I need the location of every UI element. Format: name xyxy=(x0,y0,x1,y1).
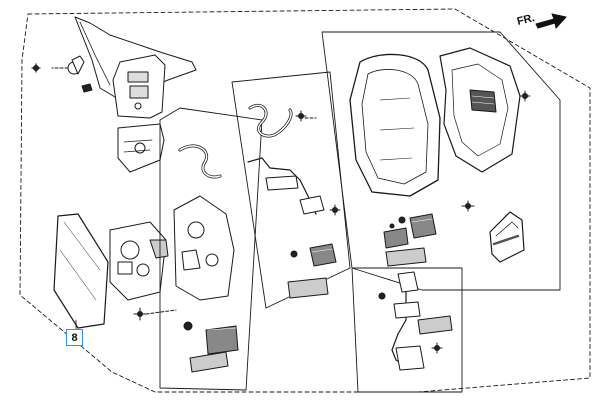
harness-group xyxy=(231,71,351,309)
actuator-motor xyxy=(109,221,169,301)
outer-boundary xyxy=(19,8,591,393)
front-direction-arrow-icon xyxy=(535,13,567,29)
mirror-glass xyxy=(53,213,109,329)
harness-connector-group xyxy=(351,267,463,393)
actuator-gasket-group xyxy=(133,107,263,391)
turn-signal-lens xyxy=(461,200,525,263)
part-callout-8[interactable]: 8 xyxy=(66,329,83,346)
housing-base-assembly xyxy=(74,16,197,173)
mirror-housing-and-skull-cap xyxy=(299,31,561,291)
grommet-icon xyxy=(81,83,93,93)
mounting-screw-icon xyxy=(31,63,41,73)
wire-clip-icon xyxy=(51,55,85,75)
